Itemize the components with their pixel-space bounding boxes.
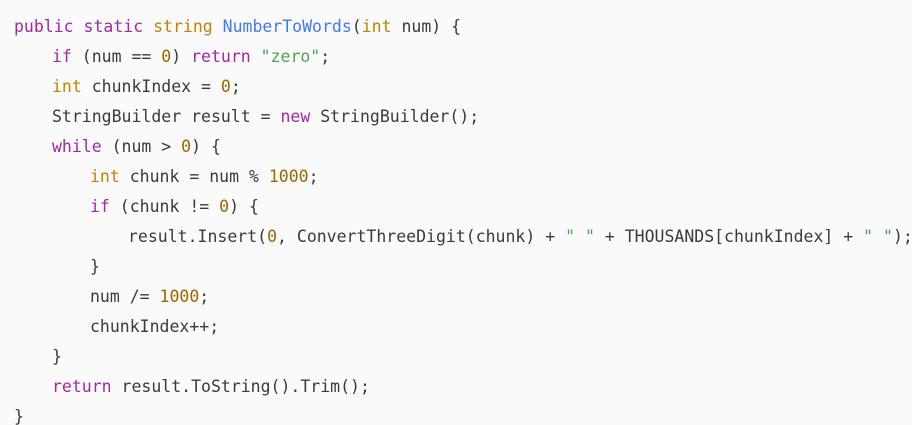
code-line: while (num > 0) { [14, 132, 912, 162]
plain-token: ) { [191, 137, 221, 156]
code-line: } [14, 402, 912, 425]
keyword-token: public [14, 17, 74, 36]
number-token: 0 [220, 77, 231, 96]
plain-token: ; [230, 77, 241, 96]
keyword-token: while [52, 137, 102, 156]
code-line: result.Insert(0, ConvertThreeDigit(chunk… [14, 222, 912, 252]
number-token: 0 [181, 137, 192, 156]
code-line: chunkIndex++; [14, 312, 912, 342]
code-line: return result.ToString().Trim(); [14, 372, 912, 402]
plain-token: ; [199, 287, 210, 306]
number-token: 1000 [268, 167, 309, 186]
plain-token: ) { [229, 197, 259, 216]
plain-token: (num > [101, 137, 182, 156]
code-line: } [14, 342, 912, 372]
plain-token: ) [171, 47, 192, 66]
string-token: "zero" [260, 47, 321, 66]
type-token: int [52, 77, 82, 96]
plain-token: num) { [391, 17, 462, 36]
code-line: if (num == 0) return "zero"; [14, 42, 912, 72]
keyword-token: if [90, 197, 110, 216]
keyword-token: new [280, 107, 311, 126]
plain-token [74, 17, 84, 36]
plain-token: ; [320, 47, 331, 66]
plain-token: ); [892, 227, 912, 246]
type-token: string [153, 17, 213, 36]
plain-token: chunk = num % [119, 167, 269, 186]
string-token: " " [565, 227, 595, 246]
string-token: " " [863, 227, 893, 246]
keyword-token: return [191, 47, 251, 66]
plain-token: ; [308, 167, 319, 186]
plain-token: num /= [90, 287, 160, 306]
plain-token: } [90, 257, 100, 276]
code-line: if (chunk != 0) { [14, 192, 912, 222]
keyword-token: static [83, 17, 144, 36]
plain-token: result.ToString().Trim(); [111, 377, 370, 396]
plain-token: StringBuilder result = [52, 107, 281, 126]
plain-token [213, 17, 223, 36]
plain-token: (chunk != [109, 197, 220, 216]
plain-token: ( [351, 17, 362, 36]
plain-token: chunkIndex = [81, 77, 221, 96]
type-token: int [361, 17, 392, 36]
number-token: 1000 [159, 287, 200, 306]
plain-token: StringBuilder(); [310, 107, 480, 126]
function-token: NumberToWords [222, 17, 352, 36]
plain-token [143, 17, 153, 36]
code-line: int chunkIndex = 0; [14, 72, 912, 102]
keyword-token: if [52, 47, 72, 66]
type-token: int [90, 167, 120, 186]
plain-token: + THOUSANDS[chunkIndex] + [594, 227, 864, 246]
number-token: 0 [219, 197, 230, 216]
keyword-token: return [52, 377, 112, 396]
number-token: 0 [267, 227, 278, 246]
number-token: 0 [161, 47, 172, 66]
plain-token: result.Insert( [128, 227, 268, 246]
plain-token [251, 47, 261, 66]
code-line: StringBuilder result = new StringBuilder… [14, 102, 912, 132]
code-line: num /= 1000; [14, 282, 912, 312]
plain-token: chunkIndex++; [90, 317, 220, 336]
plain-token: (num == [71, 47, 162, 66]
plain-token: } [52, 347, 62, 366]
code-line: int chunk = num % 1000; [14, 162, 912, 192]
plain-token: , ConvertThreeDigit(chunk) + [277, 227, 566, 246]
code-line: } [14, 252, 912, 282]
code-line: public static string NumberToWords(int n… [14, 12, 912, 42]
plain-token: } [14, 407, 24, 425]
